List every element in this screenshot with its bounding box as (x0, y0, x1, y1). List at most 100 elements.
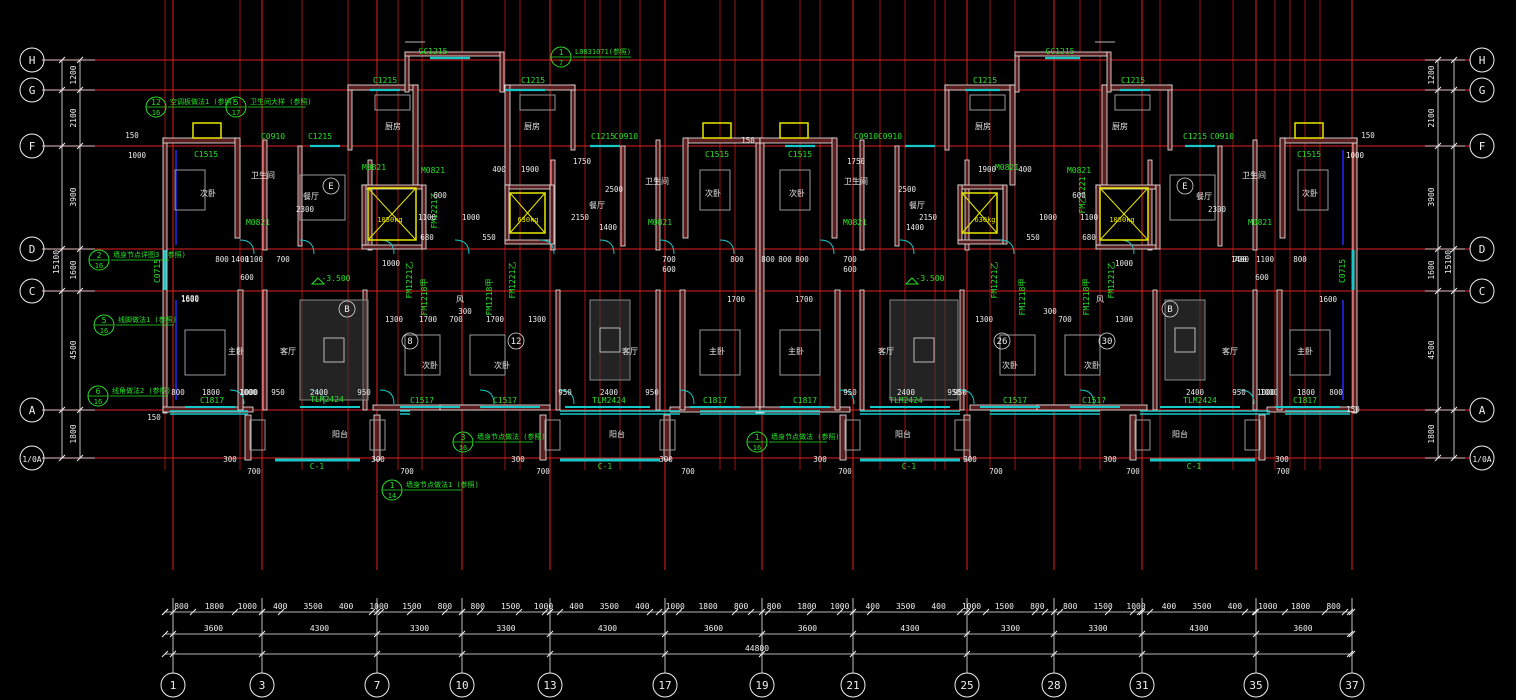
col-dim-detail: 400 (1162, 602, 1177, 611)
inner-dimension: 680 (420, 233, 434, 242)
dim-tick (747, 608, 755, 616)
inner-dimension: 300 (1103, 455, 1117, 464)
wall-segment (963, 414, 971, 461)
detail-ref-number: 5 (234, 98, 239, 107)
col-dim-total: 44800 (745, 644, 769, 653)
row-axis-bubble-right-label: 1/0A (1472, 455, 1491, 464)
dim-tick (161, 630, 169, 638)
col-dim-detail: 800 (734, 602, 749, 611)
window-door-tag: GC1215 (1046, 47, 1075, 56)
inner-dimension: 600 (240, 273, 254, 282)
wall-segment (237, 289, 244, 411)
window-door-tag: M0821 (995, 163, 1019, 172)
wall-segment (1252, 139, 1258, 251)
furniture-item (369, 419, 386, 451)
elevator-cross (509, 192, 546, 234)
furniture-item (1289, 329, 1331, 376)
inner-dimension: 600 (433, 191, 447, 200)
row-axis-bubble-right-label: D (1479, 243, 1486, 256)
wall-segment (1101, 84, 1108, 186)
window-door-tag: C1517 (1003, 396, 1027, 405)
dim-tick (161, 608, 169, 616)
col-dim-detail: 400 (339, 602, 354, 611)
row-dim-right: 1600 (1427, 260, 1436, 279)
inner-dimension: 700 (536, 467, 550, 476)
col-axis-bubble-label: 21 (846, 679, 859, 692)
row-dim-total-left: 15100 (52, 250, 61, 274)
detail-ref-number: 1 (755, 433, 760, 442)
wall-segment (755, 137, 761, 414)
wall-segment (759, 137, 765, 414)
window-door-tag: FM1221乙 (990, 262, 999, 299)
col-dim-bay: 3300 (1088, 624, 1107, 633)
inner-dimension: 550 (1026, 233, 1040, 242)
door-swing-arc (229, 389, 245, 405)
col-dim-detail: 1000 (369, 602, 388, 611)
row-axis-bubble-right-circle (1469, 47, 1495, 73)
room-label: 卫生间 (1242, 170, 1266, 180)
row-axis-bubble-left-circle (19, 278, 45, 304)
row-dim-left: 1200 (69, 65, 78, 84)
window-door-tag: FM1218甲 (1018, 279, 1027, 316)
window-door-tag: C0910 (854, 132, 878, 141)
row-dim-left: 1800 (69, 424, 78, 443)
window-door-tag: C1215 (308, 132, 332, 141)
col-axis-bubble-circle (1339, 672, 1365, 698)
inner-dimension: 1800 (202, 388, 221, 397)
wall-segment (839, 414, 847, 461)
window-door-tag: C1517 (493, 396, 517, 405)
col-dim-detail: 400 (273, 602, 288, 611)
col-axis-bubble-circle (160, 672, 186, 698)
inner-dimension: 700 (1233, 255, 1247, 264)
furniture-item (174, 169, 206, 211)
furniture-item (1114, 94, 1151, 111)
inner-dimension: 1600 (181, 294, 200, 303)
room-label: 主卧 (228, 346, 244, 356)
col-dim-bay: 4300 (900, 624, 919, 633)
living-rug (1164, 299, 1206, 381)
furniture-item (699, 169, 731, 211)
plan-mark-circle (401, 332, 419, 350)
row-axis-bubble-left-circle (19, 236, 45, 262)
wall-segment (682, 137, 689, 239)
furniture-item (519, 94, 556, 111)
inner-dimension: 950 (947, 388, 961, 397)
col-dim-detail: 800 (1063, 602, 1078, 611)
wall-segment (1252, 289, 1258, 411)
col-axis-bubble-label: 17 (658, 679, 671, 692)
elevator-cross (961, 192, 998, 234)
ac-unit (192, 122, 222, 139)
inner-dimension: 1750 (847, 157, 866, 166)
inner-dimension: 1000 (128, 151, 147, 160)
wall-segment (234, 137, 241, 239)
inner-dimension: 2300 (296, 205, 315, 214)
plan-mark-label: B (1167, 305, 1172, 315)
col-dim-detail: 1500 (995, 602, 1014, 611)
col-dim-bay: 3600 (798, 624, 817, 633)
wall-segment (244, 414, 252, 461)
row-axis-bubble-left-label: D (29, 243, 36, 256)
dim-tick (806, 608, 814, 616)
plan-mark-circle (1176, 177, 1194, 195)
col-axis-bubble-circle (249, 672, 275, 698)
inner-dimension: 1900 (978, 165, 997, 174)
dim-tick (1341, 608, 1349, 616)
dim-tick (836, 608, 844, 616)
room-label: 卫生间 (645, 176, 669, 186)
row-dim-total-right: 15100 (1444, 250, 1453, 274)
wall-segment (504, 184, 551, 190)
inner-dimension: 950 (558, 388, 572, 397)
wall-segment (1014, 51, 1020, 93)
room-label: 卫生间 (251, 170, 275, 180)
dim-tick (441, 608, 449, 616)
ac-unit (779, 122, 809, 139)
inner-dimension: 300 (963, 455, 977, 464)
inner-dimension: 300 (511, 455, 525, 464)
col-axis-bubble-circle (449, 672, 475, 698)
col-dim-detail: 3500 (1192, 602, 1211, 611)
row-axis-bubble-left-circle (19, 397, 45, 423)
inner-dimension: 2150 (571, 213, 590, 222)
furniture-item (699, 329, 741, 376)
col-dim-detail: 800 (438, 602, 453, 611)
